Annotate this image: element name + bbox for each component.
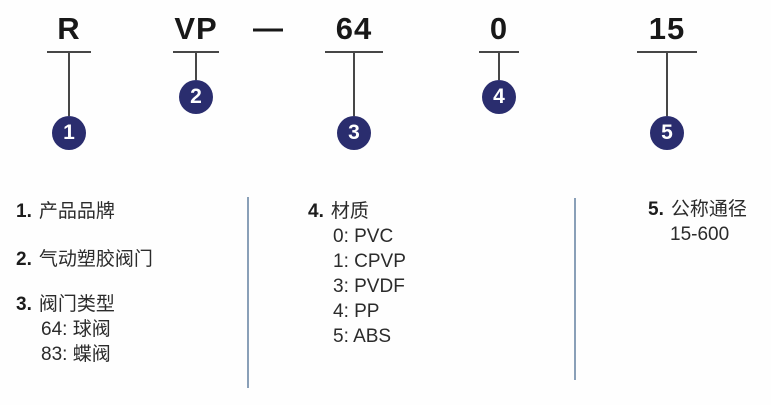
entry-number: 4. — [308, 201, 324, 222]
legend-column-1: 1. 产品品牌 2. 气动塑胶阀门 3. 阀门类型 64: 球阀 83: 蝶阀 — [16, 199, 241, 367]
code-text: VP — [174, 11, 218, 46]
code-text: 0 — [489, 11, 509, 46]
legend-entry-brand: 1. 产品品牌 — [16, 199, 241, 224]
badge-circle-3: 3 — [337, 116, 371, 150]
code-part-series: VP 2 — [151, 0, 241, 165]
badge-circle-4: 4 — [482, 80, 516, 114]
legend-sub-item: 83: 蝶阀 — [41, 344, 111, 365]
code-text: 64 — [335, 11, 373, 46]
legend-sub-item: 4: PP — [333, 301, 380, 322]
legend-entry-diameter: 5. 公称通径 — [648, 197, 766, 222]
entry-number: 2. — [16, 249, 32, 270]
connector-stem — [195, 52, 197, 80]
entry-number: 3. — [16, 294, 32, 315]
legend-sub-item: 64: 球阀 — [41, 319, 111, 340]
legend-column-2: 4. 材质 0: PVC 1: CPVP 3: PVDF 4: PP 5: ABS — [308, 199, 558, 349]
entry-label: 产品品牌 — [38, 201, 115, 222]
legend-divider-2 — [574, 198, 576, 380]
code-text: R — [57, 11, 81, 46]
connector-stem — [498, 52, 500, 80]
entry-label: 材质 — [330, 201, 369, 222]
connector-stem — [666, 52, 668, 116]
legend-entry-series: 2. 气动塑胶阀门 — [16, 247, 241, 272]
badge-circle-2: 2 — [179, 80, 213, 114]
connector-stem — [68, 52, 70, 116]
legend-entry-material: 4. 材质 — [308, 199, 558, 224]
legend-divider-1 — [247, 197, 249, 388]
entry-label: 公称通径 — [670, 199, 747, 220]
code-part-valve-type: 64 3 — [309, 0, 399, 165]
entry-number: 1. — [16, 201, 32, 222]
entry-label: 阀门类型 — [38, 294, 115, 315]
code-separator-dash: — — [253, 12, 283, 45]
code-part-material: 0 4 — [454, 0, 544, 165]
entry-label: 气动塑胶阀门 — [38, 249, 153, 270]
badge-circle-5: 5 — [650, 116, 684, 150]
code-text: 15 — [648, 11, 686, 46]
legend-sub-item: 15-600 — [670, 224, 730, 245]
badge-circle-1: 1 — [52, 116, 86, 150]
legend-sub-item: 3: PVDF — [333, 276, 405, 297]
legend-sub-item: 1: CPVP — [333, 251, 406, 272]
legend-sub-item: 5: ABS — [333, 326, 392, 347]
connector-stem — [353, 52, 355, 116]
entry-number: 5. — [648, 199, 664, 220]
legend-column-3: 5. 公称通径 15-600 — [648, 197, 766, 247]
legend-sub-item: 0: PVC — [333, 226, 394, 247]
code-part-brand: R 1 — [24, 0, 114, 165]
code-part-diameter: 15 5 — [622, 0, 712, 165]
legend-entry-valve-type: 3. 阀门类型 — [16, 292, 241, 317]
